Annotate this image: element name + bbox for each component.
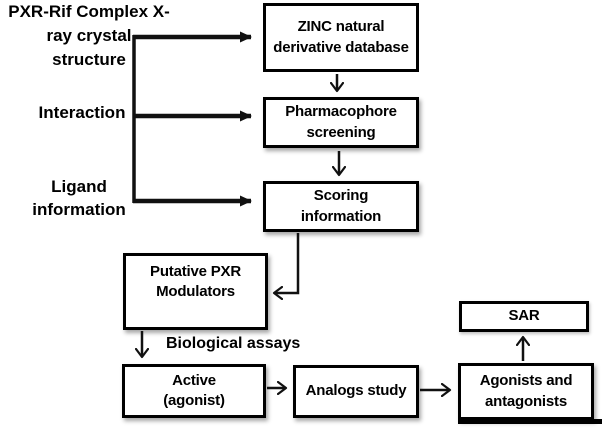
arrow-scoring-to-putative: [274, 233, 300, 293]
box-scoring-information: Scoring information: [263, 181, 419, 232]
label-biological-assays: Biological assays: [166, 335, 301, 352]
box-agonists-and-antagonists: Agonists and antagonists: [458, 363, 594, 420]
label-pxr-rif-crystal-structure: PXR-Rif Complex X- ray crystal structure: [8, 2, 170, 69]
label-interaction: Interaction: [38, 103, 126, 122]
bottom-right-border-artifact: [458, 419, 602, 424]
label-ligand-information: Ligand information: [32, 177, 126, 219]
box-analogs-study: Analogs study: [293, 365, 419, 418]
box-active-agonist: Active (agonist): [122, 364, 266, 418]
box-zinc-natural-derivative-database: ZINC natural derivative database: [263, 3, 419, 72]
box-sar: SAR: [459, 301, 589, 332]
box-putative-pxr-modulators: Putative PXR Modulators: [123, 253, 268, 330]
box-pharmacophore-screening: Pharmacophore screening: [263, 97, 419, 148]
